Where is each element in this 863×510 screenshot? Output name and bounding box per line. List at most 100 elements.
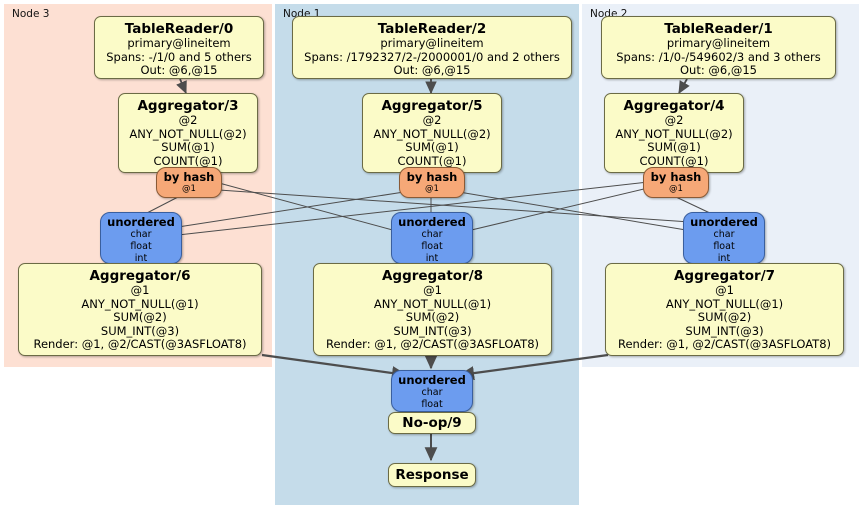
router-node3-title: by hash: [163, 170, 215, 184]
aggregator-3-line3: SUM(@1): [161, 140, 215, 154]
aggregator-6-line3: SUM(@2): [113, 310, 167, 324]
tablereader-2-line1: primary@lineitem: [380, 36, 484, 50]
sync-node2-line2: float: [713, 241, 735, 252]
processor-aggregator-3[interactable]: Aggregator/3 @2 ANY_NOT_NULL(@2) SUM(@1)…: [118, 93, 258, 173]
edge-agg6-final: [261, 353, 408, 381]
aggregator-8-title: Aggregator/8: [381, 268, 484, 284]
tablereader-0-line1: primary@lineitem: [127, 36, 231, 50]
router-by-hash-node3[interactable]: by hash @1: [156, 167, 222, 198]
aggregator-4-line4: COUNT(@1): [639, 153, 709, 168]
tablereader-1-line2: Spans: /1/0-/549602/3 and 3 others: [616, 49, 821, 64]
processor-tablereader-0[interactable]: TableReader/0 primary@lineitem Spans: -/…: [94, 16, 264, 79]
processor-aggregator-7[interactable]: Aggregator/7 @1 ANY_NOT_NULL(@1) SUM(@2)…: [605, 263, 844, 356]
tablereader-2-title: TableReader/2: [377, 21, 487, 37]
aggregator-5-line3: SUM(@1): [405, 140, 459, 154]
processor-response[interactable]: Response: [388, 463, 476, 487]
router-by-hash-node1[interactable]: by hash @1: [399, 167, 465, 198]
aggregator-6-line1: @1: [130, 283, 150, 297]
edge-reader0-agg3: [176, 78, 187, 94]
edge-hash3-sync3: [144, 196, 179, 215]
processor-aggregator-8[interactable]: Aggregator/8 @1 ANY_NOT_NULL(@1) SUM(@2)…: [313, 263, 552, 356]
sync-unordered-node2[interactable]: unordered char float int: [683, 212, 765, 264]
sync-final-line2: float: [421, 399, 443, 410]
sync-node1-line2: float: [421, 241, 443, 252]
aggregator-5-line2: ANY_NOT_NULL(@2): [373, 126, 491, 141]
processor-aggregator-4[interactable]: Aggregator/4 @2 ANY_NOT_NULL(@2) SUM(@1)…: [604, 93, 744, 173]
sync-final-line1: char: [421, 387, 443, 398]
aggregator-5-line1: @2: [422, 113, 442, 127]
aggregator-6-title: Aggregator/6: [89, 268, 191, 284]
router-node2-title: by hash: [650, 170, 702, 184]
router-node2-line1: @1: [669, 184, 683, 194]
processor-noop-9[interactable]: No-op/9: [388, 412, 476, 434]
aggregator-8-line3: SUM(@2): [405, 310, 460, 324]
sync-unordered-node1[interactable]: unordered char float int: [391, 212, 473, 264]
edge-hash1-sync2: [458, 191, 687, 231]
aggregator-5-line4: COUNT(@1): [397, 153, 467, 168]
sync-node3-line1: char: [130, 229, 152, 240]
sync-node2-title: unordered: [690, 215, 758, 229]
aggregator-6-line4: SUM_INT(@3): [100, 323, 180, 338]
tablereader-0-line2: Spans: -/1/0 and 5 others: [106, 49, 252, 64]
aggregator-4-title: Aggregator/4: [623, 98, 725, 114]
sync-node2-line1: char: [713, 229, 735, 240]
sync-node1-title: unordered: [398, 215, 466, 229]
edge-hash2-sync1: [462, 187, 649, 233]
edge-agg7-final: [458, 353, 609, 381]
aggregator-7-line5: Render: @1, @2/CAST(@3ASFLOAT8): [617, 337, 832, 351]
aggregator-7-line2: ANY_NOT_NULL(@1): [665, 296, 784, 311]
sync-node3-line3: int: [134, 253, 148, 264]
tablereader-0-title: TableReader/0: [124, 21, 234, 37]
sync-node3-title: unordered: [107, 215, 175, 229]
aggregator-6-line5: Render: @1, @2/CAST(@3ASFLOAT8): [33, 337, 247, 351]
router-by-hash-node2[interactable]: by hash @1: [643, 167, 709, 198]
aggregator-7-line4: SUM_INT(@3): [685, 323, 764, 338]
edge-hash2-sync2: [675, 196, 713, 215]
sync-node3-line2: float: [130, 241, 152, 252]
aggregator-8-line1: @1: [423, 283, 442, 297]
edge-reader1-agg4: [678, 78, 690, 94]
sync-node2-line3: int: [717, 253, 731, 264]
tablereader-1-line1: primary@lineitem: [666, 36, 771, 50]
edge-hash3-sync2: [218, 189, 691, 223]
aggregator-3-title: Aggregator/3: [137, 98, 239, 114]
tablereader-1-line3: Out: @6,@15: [680, 63, 757, 77]
sync-unordered-node3[interactable]: unordered char float int: [100, 212, 182, 264]
aggregator-7-title: Aggregator/7: [673, 268, 776, 284]
aggregator-8-line2: ANY_NOT_NULL(@1): [373, 296, 492, 311]
aggregator-8-line4: SUM_INT(@3): [393, 323, 472, 338]
tablereader-2-line2: Spans: /1792327/2-/2000001/0 and 2 other…: [304, 49, 560, 64]
noop-9-title: No-op/9: [402, 415, 462, 431]
aggregator-5-title: Aggregator/5: [381, 98, 483, 114]
processor-tablereader-1[interactable]: TableReader/1 primary@lineitem Spans: /1…: [601, 16, 836, 79]
tablereader-1-title: TableReader/1: [664, 21, 773, 37]
aggregator-3-line1: @2: [178, 113, 198, 127]
aggregator-7-line3: SUM(@2): [697, 310, 752, 324]
panel-node3-label: Node 3: [12, 8, 50, 20]
tablereader-0-line3: Out: @6,@15: [140, 63, 218, 77]
sync-node1-line1: char: [421, 229, 443, 240]
router-node1-line1: @1: [425, 184, 439, 194]
edge-hash2-sync3: [177, 181, 649, 236]
aggregator-7-line1: @1: [715, 283, 734, 297]
response-title: Response: [395, 467, 469, 483]
router-node3-line1: @1: [182, 184, 196, 194]
processor-aggregator-5[interactable]: Aggregator/5 @2 ANY_NOT_NULL(@2) SUM(@1)…: [362, 93, 502, 173]
sync-node1-line3: int: [425, 253, 439, 264]
router-node1-title: by hash: [406, 170, 458, 184]
aggregator-4-line2: ANY_NOT_NULL(@2): [615, 126, 733, 141]
tablereader-2-line3: Out: @6,@15: [393, 63, 471, 77]
edge-hash3-sync1: [218, 182, 401, 233]
aggregator-4-line3: SUM(@1): [647, 140, 701, 154]
sync-final-title: unordered: [398, 373, 466, 387]
processor-tablereader-2[interactable]: TableReader/2 primary@lineitem Spans: /1…: [292, 16, 572, 79]
aggregator-3-line4: COUNT(@1): [153, 153, 223, 168]
aggregator-8-line5: Render: @1, @2/CAST(@3ASFLOAT8): [325, 337, 540, 351]
edge-hash1-sync3: [177, 191, 405, 228]
aggregator-3-line2: ANY_NOT_NULL(@2): [129, 126, 247, 141]
aggregator-4-line1: @2: [664, 113, 684, 127]
sync-unordered-final[interactable]: unordered char float: [391, 370, 473, 412]
processor-aggregator-6[interactable]: Aggregator/6 @1 ANY_NOT_NULL(@1) SUM(@2)…: [18, 263, 262, 356]
